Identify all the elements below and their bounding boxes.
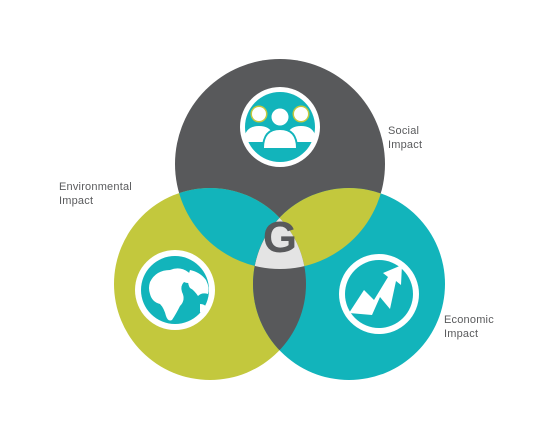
label-social-impact: Social Impact	[388, 124, 422, 152]
label-economic-line2: Impact	[444, 328, 479, 340]
overlap-social-economic	[253, 188, 385, 269]
growth-arrow-icon	[339, 254, 419, 334]
label-environmental-line1: Environmental	[59, 181, 132, 193]
globe-icon	[135, 250, 215, 330]
label-social-line1: Social	[388, 125, 420, 137]
label-social-line2: Impact	[388, 139, 423, 151]
label-environmental-impact: Environmental Impact	[59, 180, 132, 208]
people-group-icon	[240, 87, 320, 167]
center-logo: G	[263, 213, 297, 262]
label-environmental-line2: Impact	[59, 195, 94, 207]
label-economic-impact: Economic Impact	[444, 313, 494, 341]
label-economic-line1: Economic	[444, 314, 494, 326]
overlap-social-environmental	[175, 188, 306, 269]
